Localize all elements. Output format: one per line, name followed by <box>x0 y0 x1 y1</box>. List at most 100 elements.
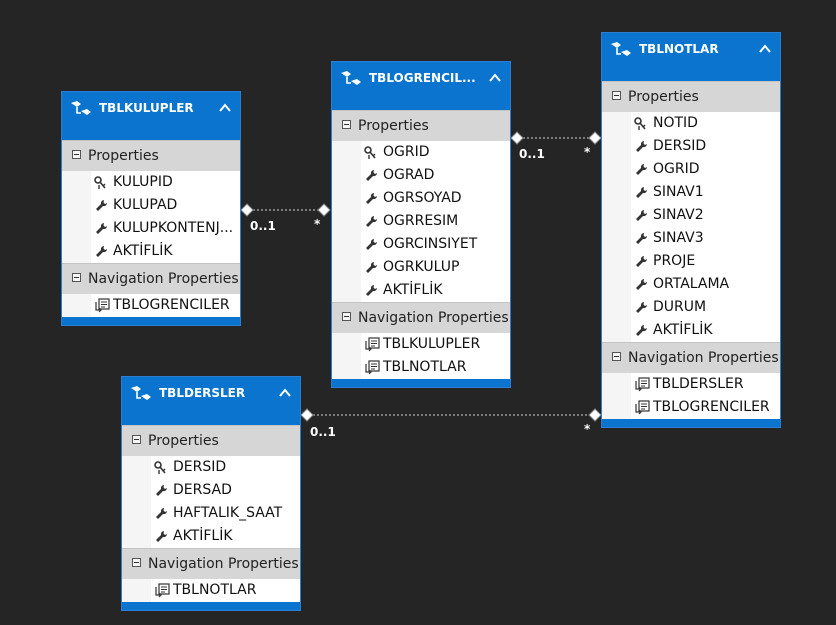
association-end-diamond <box>240 203 254 217</box>
wrench-icon <box>364 191 378 206</box>
scalar-property[interactable]: OGRCINSIYET <box>361 233 510 256</box>
property-name: AKTİFLİK <box>173 528 233 544</box>
scalar-property[interactable]: KULUPID <box>91 171 240 194</box>
scalar-property[interactable]: ORTALAMA <box>631 273 780 296</box>
scalar-property[interactable]: KULUPAD <box>91 194 240 217</box>
properties-section-header[interactable]: Properties <box>602 81 780 112</box>
nav-icon <box>94 298 110 313</box>
scalar-property[interactable]: AKTİFLİK <box>631 319 780 342</box>
collapse-minus-icon[interactable] <box>612 352 621 361</box>
chevron-up-icon[interactable] <box>488 70 502 84</box>
scalar-property[interactable]: OGRAD <box>361 164 510 187</box>
scalar-property[interactable]: OGRKULUP <box>361 256 510 279</box>
nav-icon <box>634 377 650 392</box>
wrench-icon <box>634 162 648 177</box>
navigation-property[interactable]: TBLNOTLAR <box>361 356 510 379</box>
scalar-property[interactable]: OGRSOYAD <box>361 187 510 210</box>
navigation-property[interactable]: TBLOGRENCILER <box>91 294 240 317</box>
scalar-property[interactable]: SINAV2 <box>631 204 780 227</box>
property-name: TBLNOTLAR <box>173 582 257 598</box>
navigation-property[interactable]: TBLOGRENCILER <box>631 396 780 419</box>
navigation-property[interactable]: TBLNOTLAR <box>151 579 300 602</box>
section-label: Properties <box>358 118 429 134</box>
nav-list: TBLKULUPLER TBLNOTLAR <box>361 333 510 379</box>
scalar-property[interactable]: AKTİFLİK <box>361 279 510 302</box>
property-name: AKTİFLİK <box>383 282 443 298</box>
wrench-icon <box>364 168 378 183</box>
collapse-minus-icon[interactable] <box>342 120 351 129</box>
collapse-minus-icon[interactable] <box>72 150 81 159</box>
scalar-property[interactable]: OGRID <box>361 141 510 164</box>
scalar-property[interactable]: DERSID <box>631 135 780 158</box>
property-name: HAFTALIK_SAAT <box>173 505 283 521</box>
section-label: Navigation Properties <box>358 310 509 326</box>
property-name: SINAV2 <box>653 207 704 223</box>
properties-section-header[interactable]: Properties <box>332 110 510 141</box>
entity-type-icon <box>609 40 633 60</box>
property-name: PROJE <box>653 253 696 269</box>
scalar-property[interactable]: AKTİFLİK <box>91 240 240 263</box>
entity-header[interactable]: TBLKULUPLER <box>62 92 240 140</box>
scalar-property[interactable]: SINAV1 <box>631 181 780 204</box>
properties-section-header[interactable]: Properties <box>122 425 300 456</box>
navigation-property[interactable]: TBLKULUPLER <box>361 333 510 356</box>
property-name: KULUPID <box>113 174 173 190</box>
nav-icon <box>364 360 380 375</box>
section-label: Properties <box>628 89 699 105</box>
property-name: OGRAD <box>383 167 435 183</box>
scalar-property[interactable]: OGRRESIM <box>361 210 510 233</box>
nav-icon <box>154 583 170 598</box>
scalar-property[interactable]: AKTİFLİK <box>151 525 300 548</box>
entity-header[interactable]: TBLNOTLAR <box>602 33 780 81</box>
entity-header[interactable]: TBLDERSLER <box>122 377 300 425</box>
scalar-property[interactable]: PROJE <box>631 250 780 273</box>
navigation-property[interactable]: TBLDERSLER <box>631 373 780 396</box>
scalar-property[interactable]: SINAV3 <box>631 227 780 250</box>
collapse-minus-icon[interactable] <box>342 312 351 321</box>
multiplicity-label: * <box>584 145 591 159</box>
navigation-section-header[interactable]: Navigation Properties <box>602 342 780 373</box>
scalar-property[interactable]: KULUPKONTENJ... <box>91 217 240 240</box>
collapse-minus-icon[interactable] <box>132 558 141 567</box>
chevron-up-icon[interactable] <box>218 100 232 114</box>
multiplicity-label: 0..1 <box>250 219 276 233</box>
scalar-property[interactable]: NOTID <box>631 112 780 135</box>
scalar-property[interactable]: DURUM <box>631 296 780 319</box>
multiplicity-label: 0..1 <box>310 425 336 439</box>
collapse-minus-icon[interactable] <box>132 435 141 444</box>
property-name: ORTALAMA <box>653 276 730 292</box>
property-name: DERSID <box>653 138 707 154</box>
chevron-up-icon[interactable] <box>758 41 772 55</box>
property-name: TBLKULUPLER <box>383 336 481 352</box>
property-name: DURUM <box>653 299 707 315</box>
key-icon <box>154 460 168 475</box>
navigation-section-header[interactable]: Navigation Properties <box>332 302 510 333</box>
collapse-minus-icon[interactable] <box>72 273 81 282</box>
scalar-property[interactable]: DERSID <box>151 456 300 479</box>
chevron-up-icon[interactable] <box>278 385 292 399</box>
properties-section-header[interactable]: Properties <box>62 140 240 171</box>
collapse-minus-icon[interactable] <box>612 91 621 100</box>
entity-title: TBLKULUPLER <box>99 101 194 115</box>
property-name: OGRID <box>653 161 700 177</box>
navigation-section-header[interactable]: Navigation Properties <box>62 263 240 294</box>
entity-type-icon <box>339 69 363 89</box>
entity-header[interactable]: TBLOGRENCIL... <box>332 62 510 110</box>
scalar-property[interactable]: OGRID <box>631 158 780 181</box>
navigation-section-header[interactable]: Navigation Properties <box>122 548 300 579</box>
entity-title: TBLDERSLER <box>159 386 246 400</box>
multiplicity-label: * <box>314 217 321 231</box>
entity-title: TBLNOTLAR <box>639 42 719 56</box>
scalar-property[interactable]: DERSAD <box>151 479 300 502</box>
section-label: Properties <box>148 433 219 449</box>
scalar-property[interactable]: HAFTALIK_SAAT <box>151 502 300 525</box>
wrench-icon <box>634 139 648 154</box>
